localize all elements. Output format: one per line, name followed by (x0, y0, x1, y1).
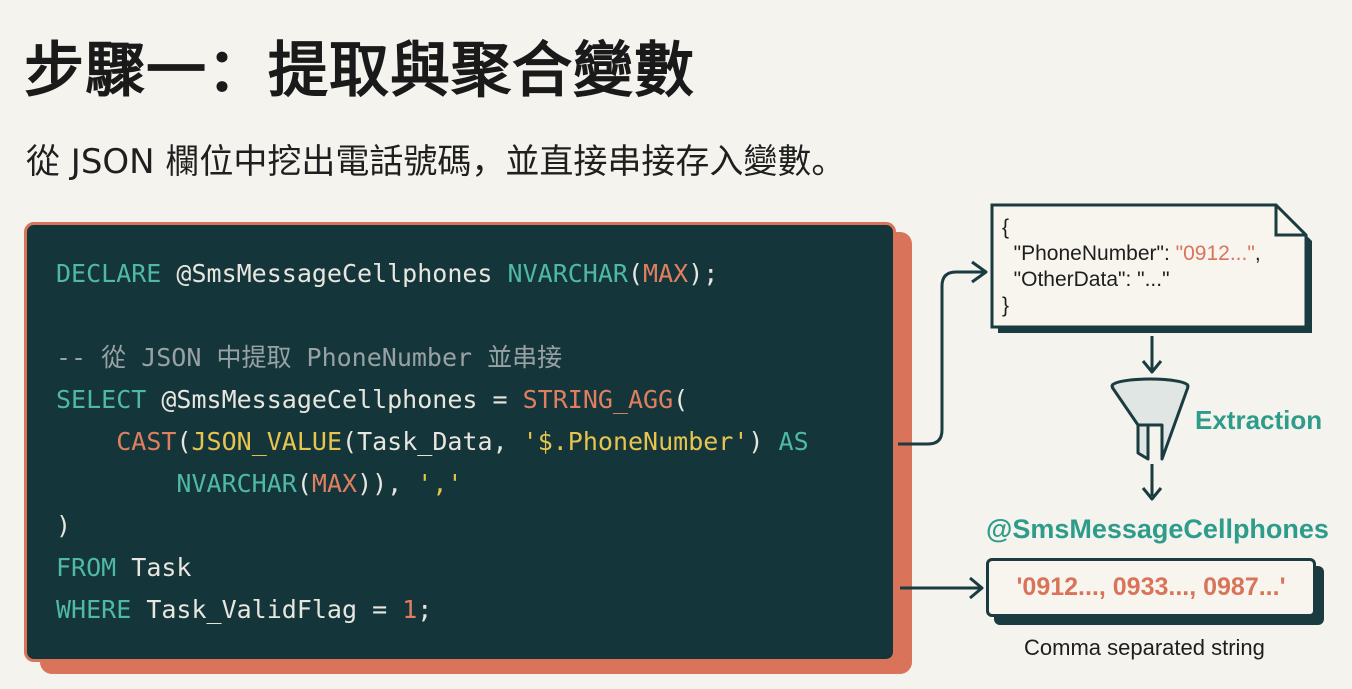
json-content: { "PhoneNumber": "0912...", "OtherData":… (1002, 216, 1261, 317)
json-document: { "PhoneNumber": "0912...", "OtherData":… (990, 203, 1313, 334)
code-line-nvarchar: NVARCHAR(MAX)), ',' (176, 469, 463, 498)
arrow-code-to-json (898, 270, 984, 446)
result-box: '0912..., 0933..., 0987...' (986, 558, 1316, 617)
code-line-select: SELECT @SmsMessageCellphones = STRING_AG… (56, 385, 689, 414)
funnel-icon (1110, 377, 1190, 461)
code-line-comment: -- 從 JSON 中提取 PhoneNumber 並串接 (56, 343, 563, 372)
page-title: 步驟一：提取與聚合變數 (24, 36, 695, 106)
variable-label: @SmsMessageCellphones (986, 514, 1329, 544)
code-line-declare: DECLARE @SmsMessageCellphones NVARCHAR(M… (56, 259, 719, 288)
page-subtitle: 從 JSON 欄位中挖出電話號碼，並直接串接存入變數。 (26, 142, 846, 182)
extraction-label: Extraction (1195, 405, 1323, 435)
result-caption: Comma separated string (1024, 635, 1265, 660)
code-line-from: FROM Task (56, 553, 192, 582)
code-line-cast: CAST(JSON_VALUE(Task_Data, '$.PhoneNumbe… (116, 427, 809, 456)
arrowhead-json (971, 260, 988, 284)
document-icon (990, 203, 1312, 333)
code-line-where: WHERE Task_ValidFlag = 1; (56, 595, 433, 624)
code-line-close-paren: ) (56, 511, 72, 540)
result-value: '0912..., 0933..., 0987...' (1016, 573, 1286, 601)
code-panel: DECLARE @SmsMessageCellphones NVARCHAR(M… (24, 222, 896, 662)
